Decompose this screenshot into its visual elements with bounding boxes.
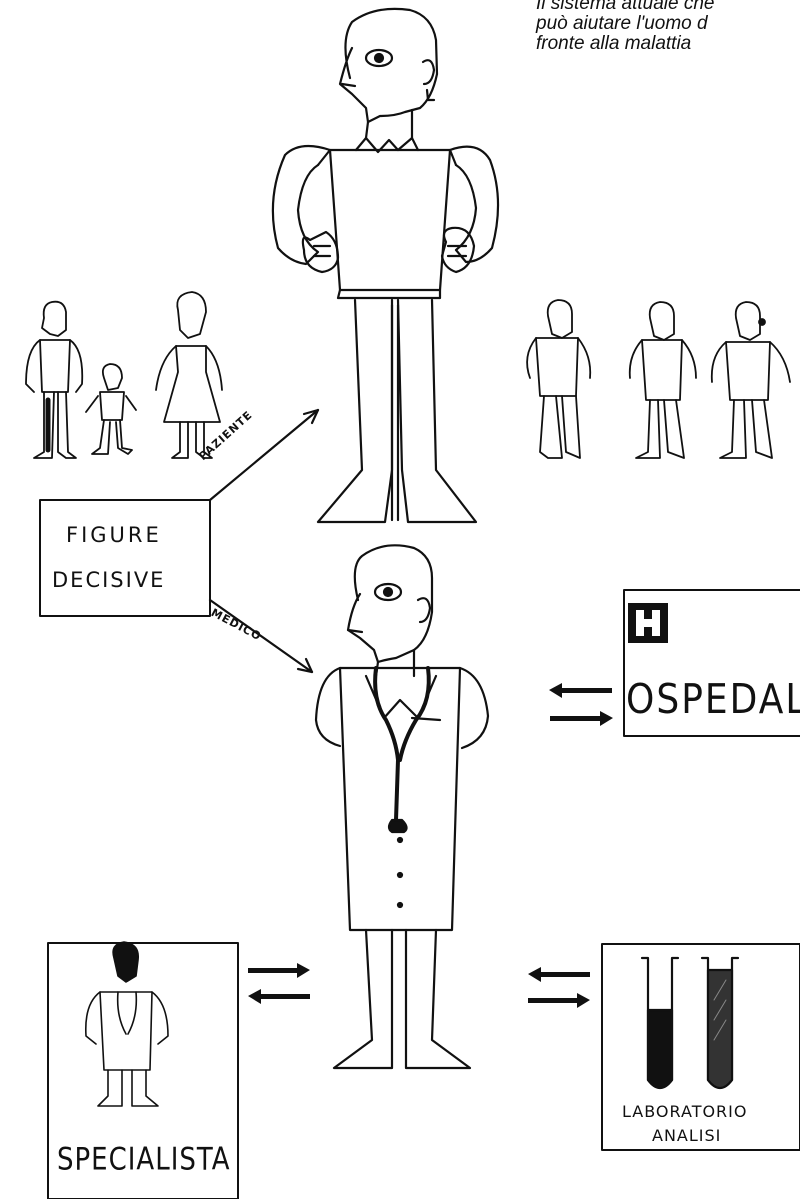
- ospedale-label: OSPEDALE: [626, 676, 800, 723]
- laboratorio-label: LABORATORIO: [622, 1102, 747, 1121]
- laboratorio-exchange-arrows: [528, 967, 590, 1008]
- test-tubes-icon: [642, 958, 738, 1088]
- ospedale-exchange-arrows: [549, 683, 613, 726]
- family-figures: [26, 292, 222, 458]
- decisive-label: DECISIVE: [52, 568, 165, 592]
- specialist-figure: [86, 942, 168, 1106]
- paziente-arrow: [210, 410, 318, 500]
- figure-decisive-box: [40, 500, 210, 616]
- specialista-label: SPECIALISTA: [57, 1142, 231, 1178]
- doctor-figure: [316, 545, 488, 1068]
- analisi-label: ANALISI: [652, 1126, 721, 1145]
- specialista-exchange-arrows: [248, 963, 310, 1004]
- worker-figures: [527, 300, 790, 458]
- figure-label: FIGURE: [66, 523, 162, 547]
- patient-figure: [273, 9, 498, 522]
- hospital-h-icon: [628, 603, 668, 643]
